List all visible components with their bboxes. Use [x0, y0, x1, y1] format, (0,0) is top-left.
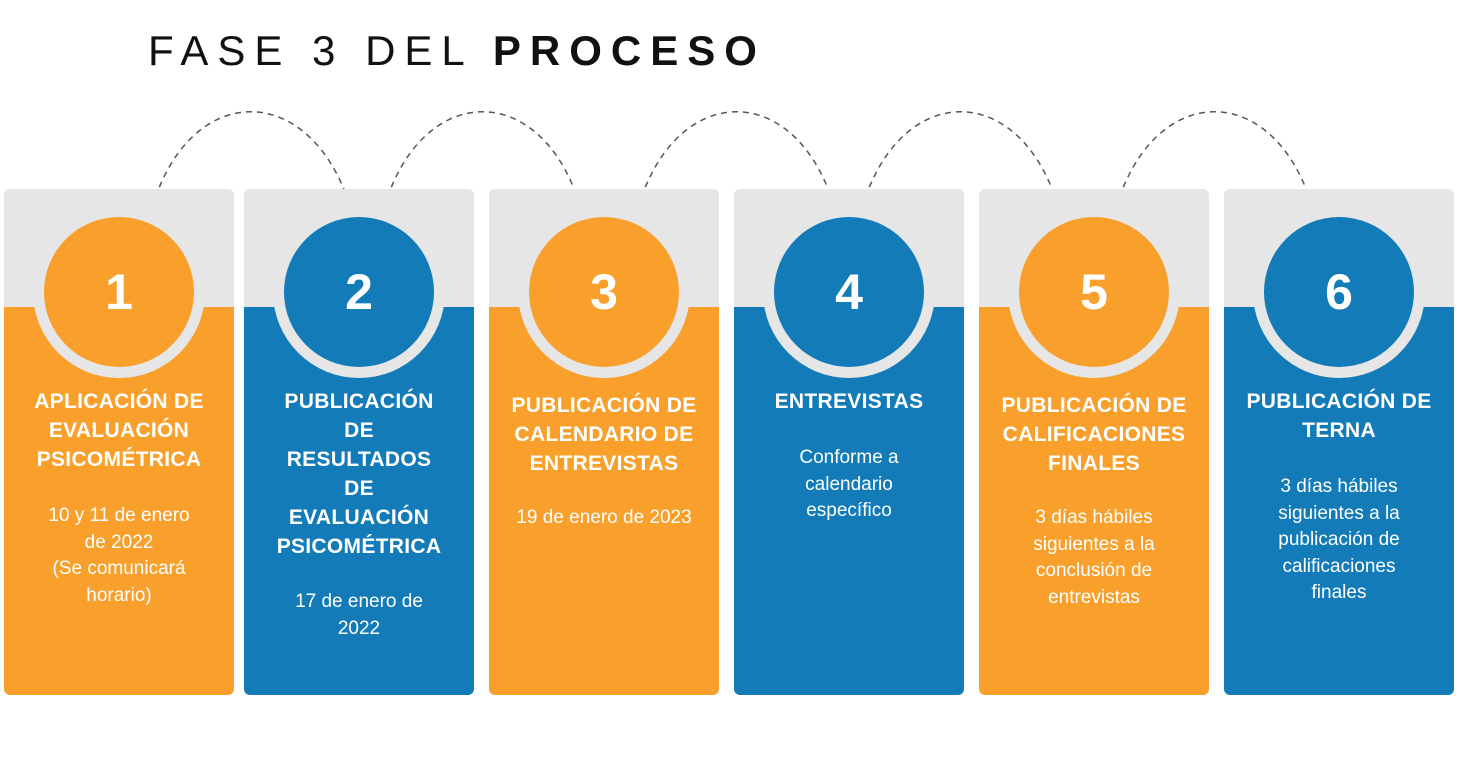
- step-number: 4: [835, 264, 863, 320]
- step-number: 2: [345, 264, 373, 320]
- title-bold-text: PROCESO: [492, 27, 766, 74]
- step-number-circle: 1: [44, 217, 194, 367]
- step-number: 1: [105, 264, 133, 320]
- step-card-2: 2 PUBLICACIÓN DE RESULTADOS DE EVALUACIÓ…: [244, 189, 474, 695]
- step-card-4: 4 ENTREVISTAS Conforme a calendario espe…: [734, 189, 964, 695]
- step-heading: ENTREVISTAS: [774, 390, 924, 413]
- step-detail: 10 y 11 de enero de 2022 (Se comunicará …: [48, 505, 190, 606]
- step-card-5: 5 PUBLICACIÓN DE CALIFICACIONES FINALES …: [979, 189, 1209, 695]
- step-heading: PUBLICACIÓN DE TERNA: [1246, 390, 1432, 442]
- step-number-circle: 2: [284, 217, 434, 367]
- step-number-circle: 5: [1019, 217, 1169, 367]
- step-number-circle: 6: [1264, 217, 1414, 367]
- step-detail: 17 de enero de 2022: [295, 591, 423, 639]
- title-light-text: FASE 3 DEL: [148, 27, 473, 74]
- step-number-circle: 3: [529, 217, 679, 367]
- step-heading: PUBLICACIÓN DE CALENDARIO DE ENTREVISTAS: [511, 394, 697, 475]
- step-number: 3: [590, 264, 618, 320]
- step-heading: PUBLICACIÓN DE CALIFICACIONES FINALES: [1001, 394, 1187, 475]
- step-detail: Conforme a calendario específico: [799, 447, 899, 521]
- step-card-6: 6 PUBLICACIÓN DE TERNA 3 días hábiles si…: [1224, 189, 1454, 695]
- step-card-3: 3 PUBLICACIÓN DE CALENDARIO DE ENTREVIST…: [489, 189, 719, 695]
- step-card-1: 1 APLICACIÓN DE EVALUACIÓN PSICOMÉTRICA …: [4, 189, 234, 695]
- step-detail: 3 días hábiles siguientes a la publicaci…: [1278, 476, 1400, 603]
- step-heading: APLICACIÓN DE EVALUACIÓN PSICOMÉTRICA: [34, 390, 204, 471]
- step-number: 5: [1080, 264, 1108, 320]
- step-heading: PUBLICACIÓN DE RESULTADOS DE EVALUACIÓN …: [276, 390, 442, 558]
- step-detail: 19 de enero de 2023: [516, 507, 692, 528]
- step-detail: 3 días hábiles siguientes a la conclusió…: [1033, 507, 1155, 608]
- step-number: 6: [1325, 264, 1353, 320]
- step-number-circle: 4: [774, 217, 924, 367]
- page-title: FASE 3 DEL PROCESO: [148, 26, 766, 76]
